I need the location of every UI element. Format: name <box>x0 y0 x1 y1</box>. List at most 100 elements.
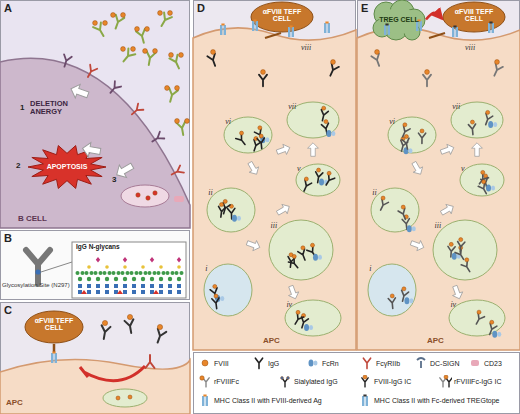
legend-symbol <box>198 394 212 407</box>
step-numeral: vi <box>389 118 405 126</box>
callout-number: 3 <box>112 176 120 184</box>
fviii-dot <box>444 375 448 379</box>
legend-text: IgG <box>268 360 279 367</box>
panel-letter: D <box>197 2 211 14</box>
step-numeral: viii <box>301 44 319 52</box>
cell-label: TREG CELL <box>376 16 422 23</box>
process-label: DELETION ANERGY <box>30 100 78 116</box>
fviii-dot <box>281 377 284 380</box>
t-cell: αFVIII TEFF CELL <box>24 310 84 344</box>
legend-entry: rFVIIIFc <box>198 375 278 388</box>
legend-text: MHC Class II with FVIII-derived Ag <box>214 397 322 404</box>
callout-number: 2 <box>16 162 24 170</box>
igg-symbol <box>446 378 452 387</box>
legend-text: DC-SIGN <box>430 360 460 367</box>
legend-text: Sialylated IgG <box>294 378 338 385</box>
cell-label: APC <box>263 336 303 345</box>
cell-label: αFVIII TEFF CELL <box>27 317 81 331</box>
legend-symbol <box>360 357 374 370</box>
step-numeral: i <box>205 265 221 273</box>
legend-entry: rFVIIIFc-IgG IC <box>438 375 518 388</box>
t-cell-body <box>443 2 505 32</box>
legend-entry: FVIII-IgG IC <box>358 375 438 388</box>
t-cell-body <box>251 2 313 32</box>
treg-cell: TREG CELL <box>372 2 426 40</box>
legend-symbol <box>358 375 372 388</box>
cell-label: APC <box>427 336 467 345</box>
step-numeral: ii <box>372 189 388 197</box>
step-numeral: vii <box>452 103 468 111</box>
legend-text: rFVIIIFc-IgG IC <box>454 378 501 385</box>
step-numeral: i <box>369 265 385 273</box>
legend-symbol <box>252 357 266 370</box>
fviii-dot <box>363 375 367 379</box>
figure-panel: D APC αFVIII TEFF CELL <box>193 0 356 350</box>
cell-label: αFVIII TEFF CELL <box>254 8 310 22</box>
fcgr2b-receptor <box>363 358 370 368</box>
legend-entry: MHC Class II with Fc-derived TREGtope <box>358 394 518 407</box>
igg-symbol <box>255 358 262 368</box>
figure-panel: A B CELL APOPTOSIS <box>0 0 190 228</box>
legend-text: MHC Class II with Fc-derived TREGtope <box>374 397 500 404</box>
figure-panel: E APC TREG CELL αFVIII TEFF CELL <box>357 0 520 350</box>
legend-symbol <box>358 394 372 407</box>
apc-body <box>357 28 520 350</box>
treg-cell-body <box>373 0 425 40</box>
t-cell: αFVIII TEFF CELL <box>442 1 506 33</box>
legend-symbol <box>414 357 428 370</box>
legend-entry: DC-SIGN <box>414 357 468 370</box>
apc-cell: APC <box>0 352 190 414</box>
cell-label: APOPTOSIS <box>38 163 96 170</box>
figure-panel: CαFVIII TEFF CELL APC <box>0 302 190 414</box>
callout-number: 1 <box>20 104 28 112</box>
t-cell-body <box>25 311 83 343</box>
panel-letter: E <box>361 2 375 14</box>
legend-entry: FVIII <box>198 357 252 370</box>
step-numeral: v <box>461 165 477 173</box>
mhc-class-ii <box>362 395 368 407</box>
legend-symbol <box>306 357 320 370</box>
mhc-class-ii <box>202 395 208 407</box>
step-numeral: viii <box>465 44 483 52</box>
legend-symbol <box>438 375 452 388</box>
panel-letter: C <box>4 304 18 316</box>
step-numeral: vii <box>288 103 304 111</box>
cell-label: B CELL <box>18 214 88 223</box>
apc-body <box>193 28 356 350</box>
legend-text: CD23 <box>484 360 502 367</box>
node-outline <box>0 0 190 228</box>
panel-frame <box>1 1 190 228</box>
legend-text: FVIII <box>214 360 229 367</box>
cd23-symbol <box>471 360 479 366</box>
legend-text: FcγRIIb <box>376 360 400 367</box>
step-numeral: iv <box>450 301 466 309</box>
panel-letter: B <box>4 232 18 244</box>
panel-letter: A <box>4 2 18 14</box>
site-label: Glycosylation Site (N297) <box>2 282 70 288</box>
legend-symbol <box>198 375 212 388</box>
table-title: IgG N-glycans <box>76 244 184 251</box>
cell-label: αFVIII TEFF CELL <box>446 8 502 22</box>
legend-symbol <box>278 375 292 388</box>
step-numeral: iii <box>435 222 451 230</box>
legend-entry: MHC Class II with FVIII-derived Ag <box>198 394 358 407</box>
fviii-dot <box>200 376 204 380</box>
apoptosis-burst: APOPTOSIS <box>28 145 106 189</box>
dc-sign-symbol <box>417 358 425 368</box>
step-numeral: v <box>297 165 313 173</box>
legend-entry: FcRn <box>306 357 360 370</box>
apc-cell: APC <box>357 20 520 350</box>
legend-text: rFVIIIFc <box>214 378 239 385</box>
apc-cell: APC <box>193 20 356 350</box>
igg-symbol <box>440 378 446 387</box>
legend-text: FVIII-IgG IC <box>374 378 411 385</box>
t-cell: αFVIII TEFF CELL <box>250 1 314 33</box>
step-numeral: iv <box>286 301 302 309</box>
legend-entry: IgG <box>252 357 306 370</box>
fviii-dot <box>202 360 208 366</box>
node-outline <box>0 352 190 414</box>
legend-symbol <box>198 357 212 370</box>
node-outline <box>357 20 520 350</box>
panel-frame <box>1 231 190 300</box>
b-cell: B CELL APOPTOSIS <box>0 0 190 228</box>
